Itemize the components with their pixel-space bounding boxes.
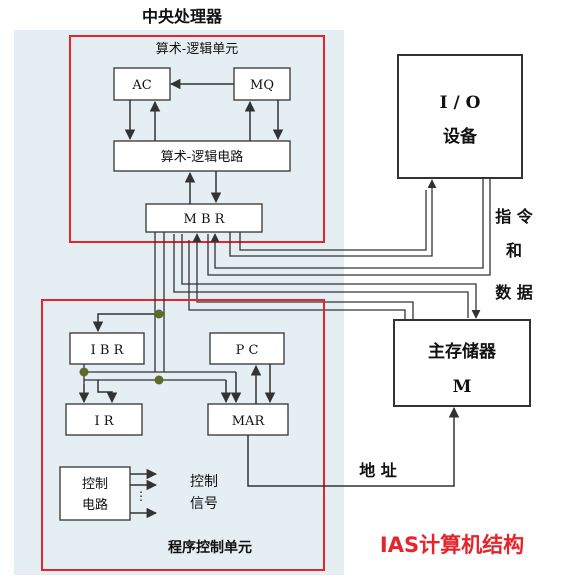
cpu-title: 中央处理器 bbox=[142, 7, 223, 26]
control-unit-frame bbox=[41, 299, 325, 571]
bus-mbr-to-memory-b bbox=[173, 234, 469, 318]
pc-label: P C bbox=[236, 343, 259, 358]
address-bus-mar-to-memory bbox=[247, 406, 460, 487]
mar-label: MAR bbox=[232, 414, 266, 429]
mq-register bbox=[233, 67, 291, 101]
control-circuit bbox=[59, 466, 131, 521]
ac-register bbox=[113, 67, 171, 101]
ir-label: I R bbox=[94, 414, 114, 429]
bus-memory-to-mbr-b bbox=[188, 240, 406, 320]
arrow-bus-to-ir-b bbox=[97, 380, 118, 404]
mq-label: MQ bbox=[250, 78, 274, 93]
alu-circuit-label: 算术-逻辑电路 bbox=[161, 149, 243, 165]
control-circuit-line1: 控制 bbox=[82, 477, 108, 492]
control-unit-label: 程序控制单元 bbox=[168, 539, 252, 556]
junction-bus-center bbox=[154, 375, 164, 385]
bus-mbr-to-io-a bbox=[229, 179, 437, 257]
alu-unit-label: 算术-逻辑单元 bbox=[156, 42, 238, 57]
instr-data-line3: 数 据 bbox=[495, 283, 533, 302]
io-device bbox=[397, 54, 523, 179]
io-label-line1: I / O bbox=[440, 93, 481, 113]
mbr-register bbox=[145, 203, 263, 233]
ac-label: AC bbox=[131, 78, 151, 93]
bus-io-to-mbr-a bbox=[210, 178, 484, 269]
instr-data-line2: 和 bbox=[506, 241, 522, 260]
ir-register bbox=[65, 403, 143, 436]
bus-mbr-to-memory-a bbox=[181, 234, 481, 319]
arrow-bus-to-ibr bbox=[92, 313, 159, 333]
control-signal-line2: 信号 bbox=[190, 496, 218, 512]
alu-circuit bbox=[113, 140, 291, 172]
junction-ibr-bus bbox=[79, 367, 89, 377]
main-memory bbox=[393, 319, 531, 407]
instr-data-line1: 指 令 bbox=[495, 207, 534, 226]
control-signal-line1: 控制 bbox=[190, 474, 218, 490]
address-label: 地 址 bbox=[359, 461, 397, 480]
ibr-label: I B R bbox=[91, 343, 125, 358]
junction-ibr bbox=[154, 309, 164, 319]
mbr-label: M B R bbox=[184, 212, 226, 227]
memory-label-line1: 主存储器 bbox=[428, 341, 497, 362]
mar-register bbox=[207, 403, 289, 436]
bus-io-to-mbr-b bbox=[207, 178, 491, 276]
pc-register bbox=[209, 332, 285, 365]
control-circuit-line2: 电路 bbox=[82, 497, 108, 513]
bus-mbr-to-io-b bbox=[239, 190, 427, 251]
io-label-line2: 设备 bbox=[443, 126, 478, 147]
control-signal-dots: ⋮ bbox=[135, 489, 147, 503]
bus-memory-to-mbr-a bbox=[192, 233, 414, 320]
ibr-register bbox=[69, 332, 145, 365]
memory-label-line2: M bbox=[453, 377, 472, 397]
figure-caption: IAS计算机结构 bbox=[380, 533, 524, 557]
